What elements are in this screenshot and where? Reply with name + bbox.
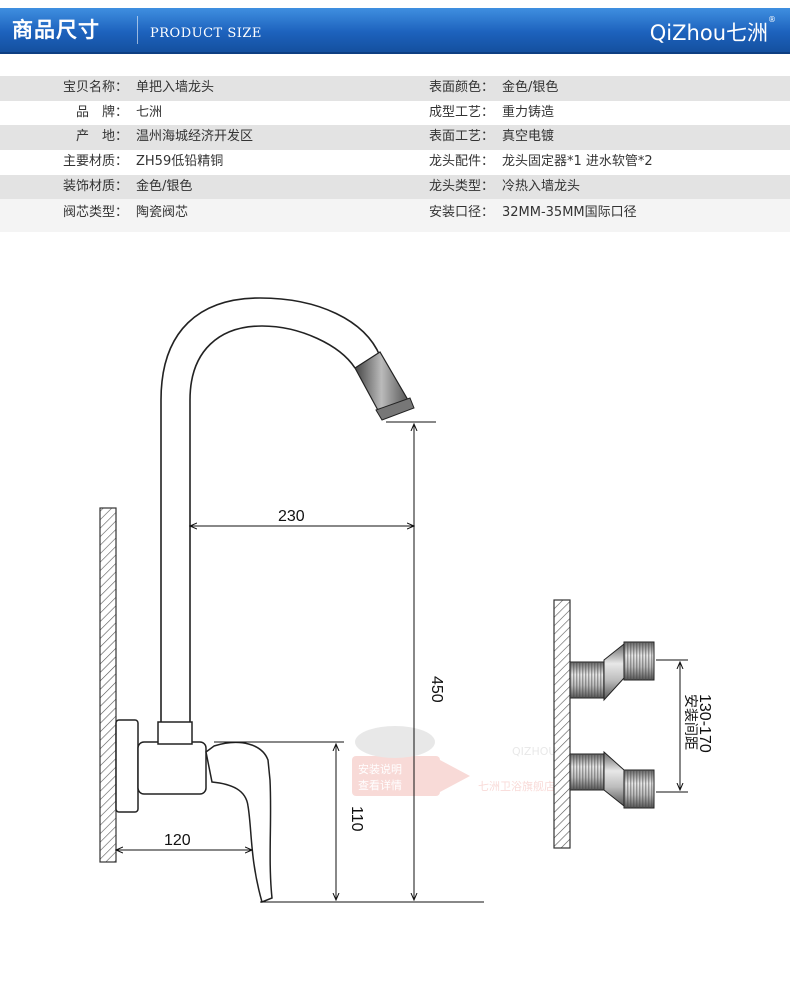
section-subtitle: PRODUCT SIZE bbox=[150, 26, 262, 41]
section-title: 商品尺寸 bbox=[12, 18, 100, 42]
watermark-brand-en: QIZHOU bbox=[512, 745, 556, 758]
wall bbox=[553, 599, 571, 849]
dim-handle-reach: 120 bbox=[164, 832, 191, 849]
spec-label: 安装口径： bbox=[428, 205, 494, 221]
spec-label: 产 地： bbox=[75, 129, 128, 145]
dim-handle-height: 110 bbox=[348, 806, 365, 832]
dim-height: 450 bbox=[428, 676, 445, 703]
spec-value: 重力铸造 bbox=[502, 104, 555, 120]
offset-elbow bbox=[603, 750, 625, 808]
wall bbox=[99, 507, 117, 863]
note-inlet-spacing: 安装间距 bbox=[682, 694, 698, 750]
spec-label: 宝贝名称： bbox=[62, 80, 128, 95]
inlet-fitting-lower bbox=[569, 750, 655, 809]
spec-value: 金色/银色 bbox=[136, 178, 193, 194]
spec-row: 阀芯类型： 陶瓷阀芯 安装口径： 32MM-35MM国际口径 bbox=[0, 199, 790, 233]
thread-texture bbox=[570, 662, 604, 698]
lever-handle bbox=[205, 741, 273, 904]
spec-value: 冷热入墙龙头 bbox=[502, 178, 581, 194]
wall-flange bbox=[115, 719, 139, 813]
header-bar: 商品尺寸 PRODUCT SIZE QiZhou七洲 ® bbox=[0, 8, 790, 54]
spec-value: 温州海城经济开发区 bbox=[136, 129, 254, 145]
spec-row: 宝贝名称： 单把入墙龙头 表面颜色： 金色/银色 bbox=[0, 76, 790, 101]
watermark-badge bbox=[352, 756, 440, 796]
spout-outline bbox=[189, 325, 356, 722]
thread-texture bbox=[570, 754, 604, 790]
spout-outline bbox=[160, 297, 381, 722]
brand-logo: QiZhou七洲 bbox=[649, 21, 768, 45]
spec-row: 主要材质： ZH59低铅精铜 龙头配件： 龙头固定器*1 进水软管*2 bbox=[0, 150, 790, 175]
watermark: 安装说明 查看详情 QIZHOU 七洲卫浴旗舰店 bbox=[352, 726, 556, 796]
spec-label: 品 牌： bbox=[75, 104, 128, 120]
spec-value: 七洲 bbox=[136, 104, 163, 120]
offset-elbow bbox=[603, 642, 625, 702]
thread-texture bbox=[624, 770, 654, 808]
aerator-ring bbox=[375, 397, 415, 421]
spec-value: 龙头固定器*1 进水软管*2 bbox=[502, 154, 653, 170]
inlet-fitting-upper bbox=[569, 641, 655, 702]
spec-value: 单把入墙龙头 bbox=[136, 80, 215, 95]
spec-value: 金色/银色 bbox=[502, 80, 559, 95]
spec-label: 表面颜色： bbox=[428, 80, 494, 95]
watermark-arrow bbox=[440, 760, 470, 792]
header-divider bbox=[137, 16, 138, 44]
spec-table: 宝贝名称： 单把入墙龙头 表面颜色： 金色/银色 品 牌： 七洲 成型工艺： 重… bbox=[0, 76, 790, 233]
spout-collar bbox=[157, 721, 193, 745]
spec-value: 真空电镀 bbox=[502, 129, 555, 145]
spec-value: 32MM-35MM国际口径 bbox=[502, 205, 637, 221]
spec-row: 装饰材质： 金色/银色 龙头类型： 冷热入墙龙头 bbox=[0, 174, 790, 200]
faucet-body bbox=[137, 741, 207, 795]
watermark-text: 安装说明 bbox=[358, 762, 402, 776]
spec-value: ZH59低铅精铜 bbox=[136, 154, 224, 170]
thread-texture bbox=[624, 642, 654, 680]
spec-label: 装饰材质： bbox=[62, 178, 128, 194]
mascot-icon bbox=[355, 726, 435, 758]
spec-label: 成型工艺： bbox=[428, 104, 494, 120]
spec-value: 陶瓷阀芯 bbox=[136, 205, 189, 221]
spec-row: 品 牌： 七洲 成型工艺： 重力铸造 bbox=[0, 101, 790, 126]
watermark-brand-cn: 七洲卫浴旗舰店 bbox=[478, 779, 555, 793]
dim-spout-reach: 230 bbox=[278, 508, 305, 525]
watermark-text: 查看详情 bbox=[358, 778, 402, 792]
spec-label: 主要材质： bbox=[62, 154, 128, 170]
registered-mark: ® bbox=[768, 15, 776, 24]
spec-row: 产 地： 温州海城经济开发区 表面工艺： 真空电镀 bbox=[0, 125, 790, 151]
dim-inlet-spacing: 130-170 bbox=[696, 694, 713, 753]
spec-label: 阀芯类型： bbox=[62, 205, 128, 221]
spec-label: 表面工艺： bbox=[428, 129, 494, 145]
spec-label: 龙头配件： bbox=[428, 154, 494, 170]
spec-label: 龙头类型： bbox=[428, 178, 494, 194]
